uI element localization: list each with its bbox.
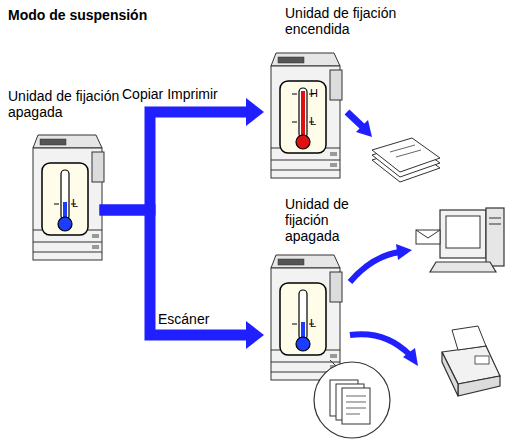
printer-left xyxy=(33,135,104,260)
print-output xyxy=(347,112,440,182)
edge-label: Escáner xyxy=(158,311,209,327)
arrow-head xyxy=(246,321,264,349)
arrow-head xyxy=(396,244,412,260)
arrow-head xyxy=(246,98,264,126)
copier-node: Unidad de fijación encendida xyxy=(268,48,343,178)
thermometer-bulb xyxy=(58,217,72,231)
unit-heading: Unidad de fijación apagada xyxy=(285,196,367,244)
paper-sheet xyxy=(372,138,440,172)
unit-heading: Unidad de fijación encendida xyxy=(285,5,425,37)
paper-text xyxy=(396,150,421,157)
thermometer-bulb xyxy=(296,135,310,149)
flow-line xyxy=(105,210,248,335)
printer-top xyxy=(271,53,342,178)
flow-arrow xyxy=(105,98,264,210)
diagram-title: Modo de suspensión xyxy=(8,7,147,23)
flow-line xyxy=(105,112,248,210)
thermometer-level xyxy=(301,91,305,138)
copier-node: Unidad de fijación apagada xyxy=(268,250,343,380)
temperature-mark: H xyxy=(310,87,318,99)
copier-node: Unidad de fijación apagada xyxy=(30,130,105,260)
scan-output xyxy=(350,244,418,366)
temperature-mark: L xyxy=(310,317,316,329)
arrow-head xyxy=(356,120,372,137)
temperature-mark: L xyxy=(72,197,78,209)
unit-heading: Unidad de fijación apagada xyxy=(8,88,123,120)
copier-body xyxy=(33,135,104,260)
output-arrow xyxy=(350,334,410,355)
arrow-head xyxy=(403,348,418,366)
computer-icon xyxy=(416,208,504,272)
flow-arrow xyxy=(105,210,264,349)
edge-label: Copiar Imprimir xyxy=(122,86,218,102)
output-arrow xyxy=(350,252,400,282)
fax-icon xyxy=(442,326,500,396)
paper-text xyxy=(390,145,415,152)
originals-callout xyxy=(314,360,390,438)
temperature-mark: L xyxy=(310,115,316,127)
thermometer-bulb xyxy=(296,337,310,351)
output-arrow xyxy=(347,112,364,128)
copier-body xyxy=(271,53,342,178)
